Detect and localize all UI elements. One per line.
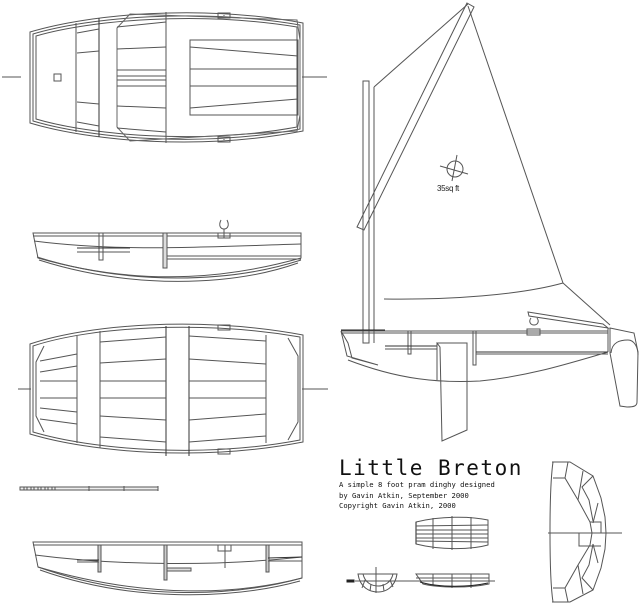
lines-plan-small [347, 516, 495, 593]
plan-view-rowing-layout [2, 12, 327, 143]
description-line-1: A simple 8 foot pram dinghy designed [339, 480, 495, 489]
plan-view-sailing-layout [18, 324, 328, 456]
side-elevation-sailing [33, 542, 302, 595]
scale-bar [20, 486, 158, 491]
sail-area-label: 35sq ft [437, 184, 459, 193]
copyright-line: Copyright Gavin Atkin, 2000 [339, 501, 456, 510]
drawing-title: Little Breton [339, 456, 523, 480]
sail-center-of-effort-icon [440, 155, 468, 181]
description-line-2: by Gavin Atkin, September 2000 [339, 490, 469, 500]
title-block: Little Breton A simple 8 foot pram dingh… [339, 456, 549, 512]
sail-plan [341, 3, 638, 441]
side-elevation-rowing [33, 220, 301, 281]
body-plan-sections [548, 462, 622, 602]
